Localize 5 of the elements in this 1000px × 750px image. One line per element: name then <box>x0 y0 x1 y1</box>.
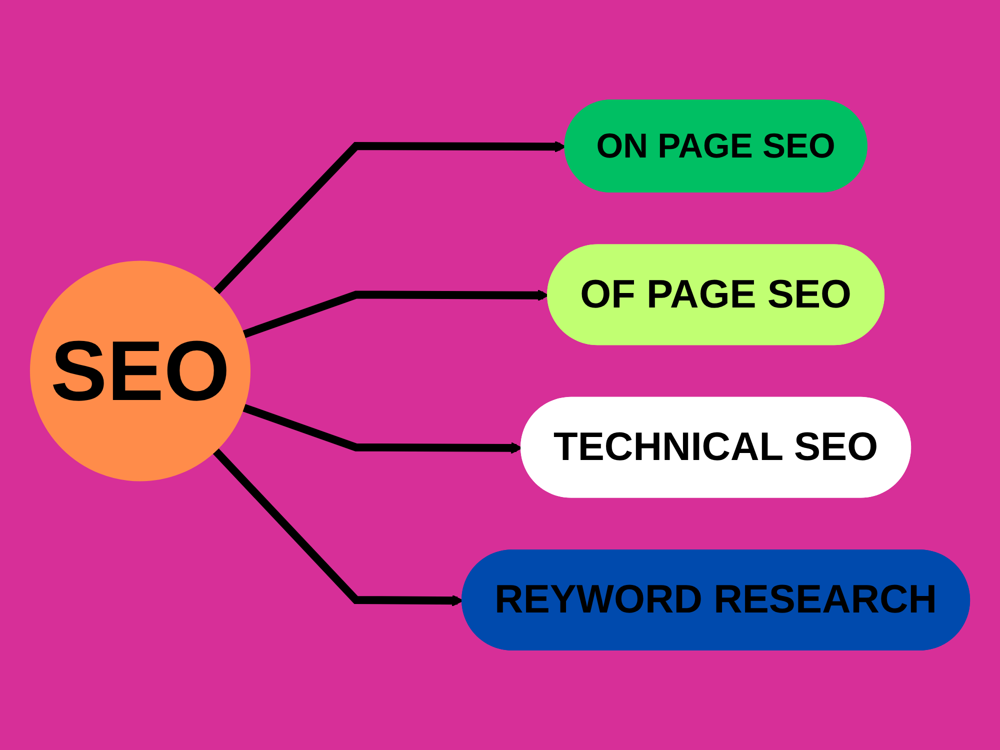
arrow <box>242 289 549 338</box>
node-circle: SEO <box>30 260 250 482</box>
arrow <box>242 404 522 454</box>
arrow <box>213 140 566 295</box>
arrow <box>212 448 464 606</box>
